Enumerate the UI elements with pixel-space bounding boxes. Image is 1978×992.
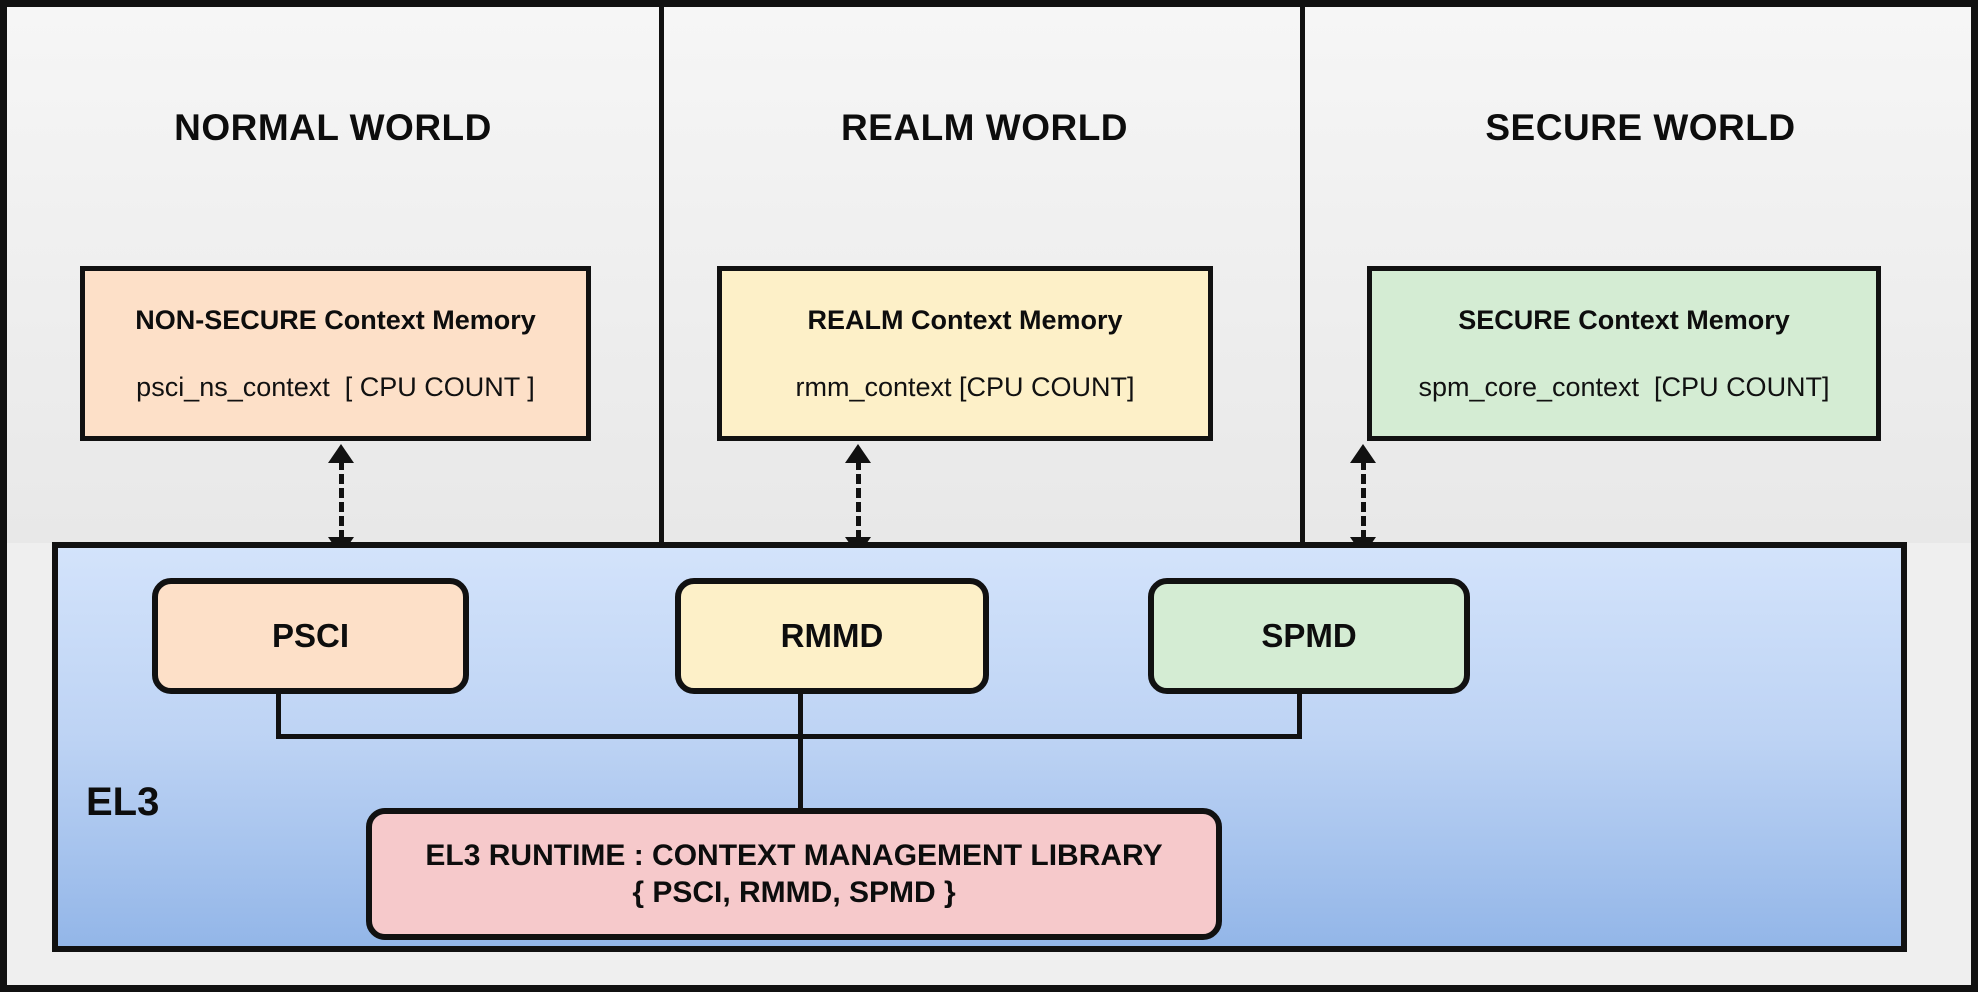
arrow-stem	[339, 460, 344, 540]
world-title-secure: SECURE WORLD	[1485, 107, 1796, 148]
dispatcher-box-spmd[interactable]: SPMD	[1148, 578, 1470, 694]
context-memory-box-non-secure: NON-SECURE Context Memory psci_ns_contex…	[80, 266, 591, 441]
connector-spmd-vertical	[1297, 688, 1302, 738]
context-memory-subtitle-secure: spm_core_context [CPU COUNT]	[1418, 371, 1830, 402]
double-headed-dashed-arrow-icon-realm	[845, 444, 871, 556]
arrow-head-up-icon	[328, 444, 354, 463]
el3-label: EL3	[86, 780, 160, 824]
connector-psci-vertical	[276, 688, 281, 738]
arrow-head-up-icon	[1350, 444, 1376, 463]
connector-rmmd-vertical	[798, 688, 803, 814]
world-column-secure: SECURE WORLD SECURE Context Memory spm_c…	[1300, 7, 1971, 543]
context-memory-box-realm: REALM Context Memory rmm_context [CPU CO…	[717, 266, 1213, 441]
double-headed-dashed-arrow-icon-secure	[1350, 444, 1376, 556]
world-title-normal: NORMAL WORLD	[174, 107, 492, 148]
el3-panel: EL3 PSCI RMMD SPMD EL3 RUNTIME : CONTEXT…	[52, 542, 1907, 952]
context-memory-box-secure: SECURE Context Memory spm_core_context […	[1367, 266, 1881, 441]
dispatcher-box-psci[interactable]: PSCI	[152, 578, 469, 694]
el3-runtime-library-box[interactable]: EL3 RUNTIME : CONTEXT MANAGEMENT LIBRARY…	[366, 808, 1222, 940]
runtime-library-components: { PSCI, RMMD, SPMD }	[632, 876, 956, 909]
world-column-normal: NORMAL WORLD NON-SECURE Context Memory p…	[7, 7, 659, 543]
connector-horizontal-bus	[276, 734, 1302, 739]
arrow-stem	[1361, 460, 1366, 540]
context-memory-title-realm: REALM Context Memory	[807, 304, 1123, 335]
context-memory-subtitle-non-secure: psci_ns_context [ CPU COUNT ]	[136, 371, 535, 402]
world-column-realm: REALM WORLD REALM Context Memory rmm_con…	[659, 7, 1305, 543]
arrow-stem	[856, 460, 861, 540]
runtime-library-title: EL3 RUNTIME : CONTEXT MANAGEMENT LIBRARY	[425, 838, 1163, 872]
world-title-realm: REALM WORLD	[840, 107, 1129, 148]
context-memory-subtitle-realm: rmm_context [CPU COUNT]	[795, 371, 1135, 402]
dispatcher-box-rmmd[interactable]: RMMD	[675, 578, 989, 694]
context-memory-title-non-secure: NON-SECURE Context Memory	[135, 304, 536, 335]
double-headed-dashed-arrow-icon-non-secure	[328, 444, 354, 556]
worlds-strip: NORMAL WORLD NON-SECURE Context Memory p…	[7, 7, 1971, 543]
context-memory-title-secure: SECURE Context Memory	[1458, 304, 1790, 335]
arrow-head-up-icon	[845, 444, 871, 463]
